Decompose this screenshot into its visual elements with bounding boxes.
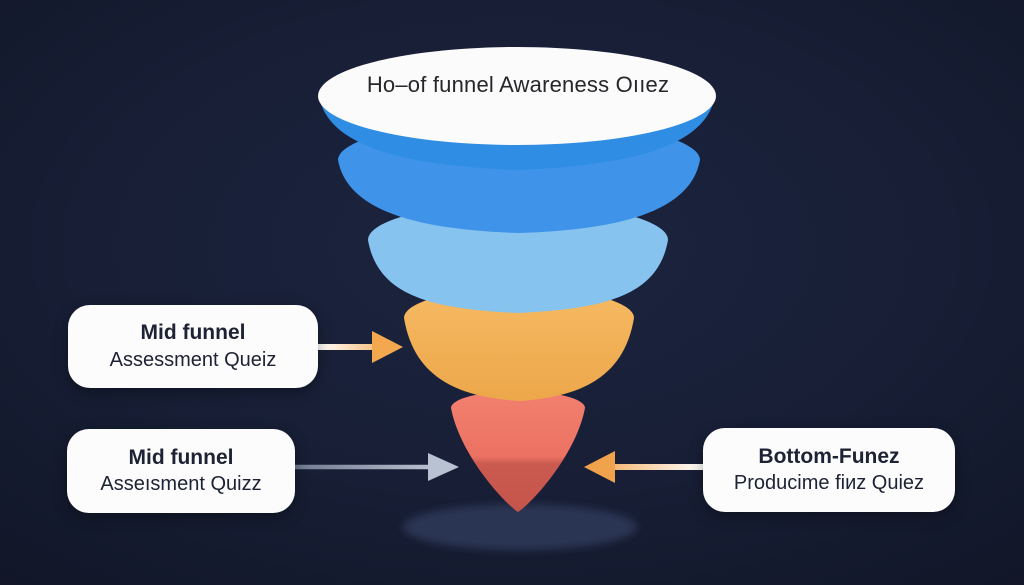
bottom-funnel-arrow: [584, 451, 704, 483]
mid-funnel-2-arrowhead-icon: [428, 453, 459, 481]
mid-funnel-2-arrow: [295, 453, 459, 481]
bottom-funnel-arrowhead-icon: [584, 451, 615, 483]
mid-funnel-1-arrow: [318, 331, 403, 363]
callout-mid-funnel-2-title: Mid funnel: [128, 445, 234, 469]
callout-bottom-funnel-title: Bottom-Funez: [758, 444, 900, 468]
callout-bottom-funnel-subtitle: Producime fiиz Quiez: [733, 472, 925, 495]
funnel-layer-tip: [451, 391, 585, 512]
funnel-layer-lower-mid: [368, 203, 668, 313]
funnel-mouth-label: Ho–of funnel Awareness Oııez: [366, 72, 670, 97]
funnel-shadow: [403, 504, 637, 550]
callout-bottom-funnel: Bottom-Funez Producime fiиz Quiez: [703, 428, 955, 512]
callout-mid-funnel-1-title: Mid funnel: [140, 321, 246, 345]
callout-mid-funnel-2: Mid funnel Asseısment Quizz: [67, 429, 295, 513]
funnel-layer-bottom: [404, 288, 634, 401]
funnel-mouth: [318, 47, 716, 145]
callout-mid-funnel-1-subtitle: Assessment Queiz: [109, 348, 277, 371]
mid-funnel-1-arrowhead-icon: [372, 331, 403, 363]
callout-mid-funnel-1: Mid funnel Assessment Queiz: [68, 305, 318, 388]
callout-mid-funnel-2-subtitle: Asseısment Quizz: [100, 473, 262, 496]
